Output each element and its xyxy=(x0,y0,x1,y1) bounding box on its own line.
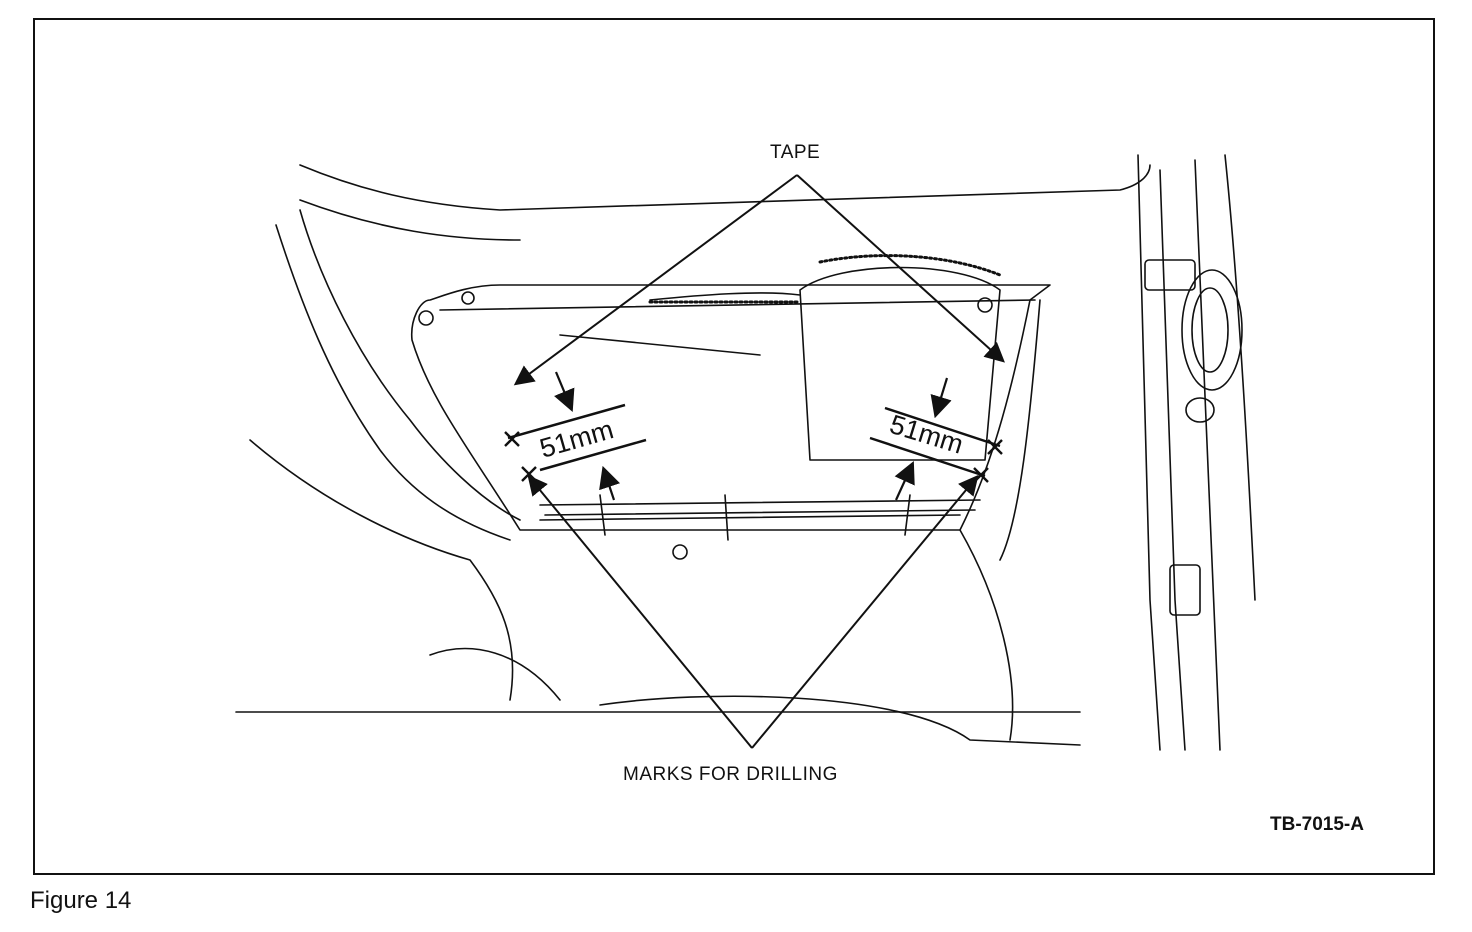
grommet xyxy=(1185,397,1215,423)
screw-4 xyxy=(672,544,688,560)
tape-leader-right xyxy=(796,174,1005,363)
drill-mark-left-bottom xyxy=(521,466,537,482)
figure-frame xyxy=(33,18,1435,875)
harness-lower xyxy=(539,499,981,506)
tape-strip-right-bottom xyxy=(869,436,986,478)
screw-2 xyxy=(461,291,475,305)
marks-leader-left xyxy=(527,474,753,749)
dash-left-panel xyxy=(275,224,511,541)
side-vent-inner xyxy=(1191,287,1229,373)
module-outline xyxy=(799,266,1001,461)
tape-leader-left xyxy=(513,174,798,386)
door-pillar-3 xyxy=(1194,159,1221,751)
dim-arrow-left-top xyxy=(554,371,575,413)
dash-top-curve xyxy=(299,199,521,241)
floor-shape xyxy=(429,647,561,701)
drill-mark-right-top xyxy=(987,439,1003,455)
dim-arrow-left-bottom xyxy=(599,465,621,501)
dimension-left: 51mm xyxy=(536,414,616,464)
dimension-right: 51mm xyxy=(886,409,967,460)
side-vent xyxy=(1181,269,1243,391)
drill-mark-left-top xyxy=(504,431,520,447)
strap-1 xyxy=(599,494,606,536)
tape-strip-left-bottom xyxy=(539,438,647,472)
dash-upper-edge xyxy=(299,164,1151,211)
tape-strip-left-top xyxy=(507,403,626,440)
strap-2 xyxy=(724,494,729,541)
tape-callout-label: TAPE xyxy=(770,142,821,163)
screw-1 xyxy=(418,310,434,326)
drilling-marks-callout-label: MARKS FOR DRILLING xyxy=(623,764,838,785)
hose-serration-2 xyxy=(818,254,1002,277)
door-pillar-1 xyxy=(1137,154,1161,751)
glovebox-lip xyxy=(439,299,1036,311)
screw-3 xyxy=(977,297,993,313)
dash-left-panel-inner xyxy=(299,209,521,521)
console-lower-body xyxy=(249,439,514,701)
harness-bar xyxy=(559,334,761,356)
glovebox-lower-lip xyxy=(539,514,961,521)
figure-code: TB-7015-A xyxy=(1270,814,1364,835)
figure-caption: Figure 14 xyxy=(30,887,132,914)
dim-arrow-right-top xyxy=(930,377,952,419)
floor-shape-2 xyxy=(599,695,1081,746)
marks-leader-right xyxy=(751,474,979,749)
strap-3 xyxy=(904,494,911,536)
door-edge-right xyxy=(1224,154,1256,601)
right-lower-panel-2 xyxy=(999,299,1041,561)
glovebox-opening xyxy=(410,284,1051,531)
door-pillar-2 xyxy=(1159,169,1186,751)
right-lower-panel xyxy=(959,529,1014,741)
drill-mark-right-bottom xyxy=(973,467,989,483)
dim-arrow-right-bottom xyxy=(894,460,915,501)
harness-upper xyxy=(649,292,801,301)
hinge-upper xyxy=(1144,259,1196,291)
harness-lower-2 xyxy=(544,509,976,516)
hinge-lower xyxy=(1169,564,1201,616)
tape-strip-right-top xyxy=(884,406,1001,448)
